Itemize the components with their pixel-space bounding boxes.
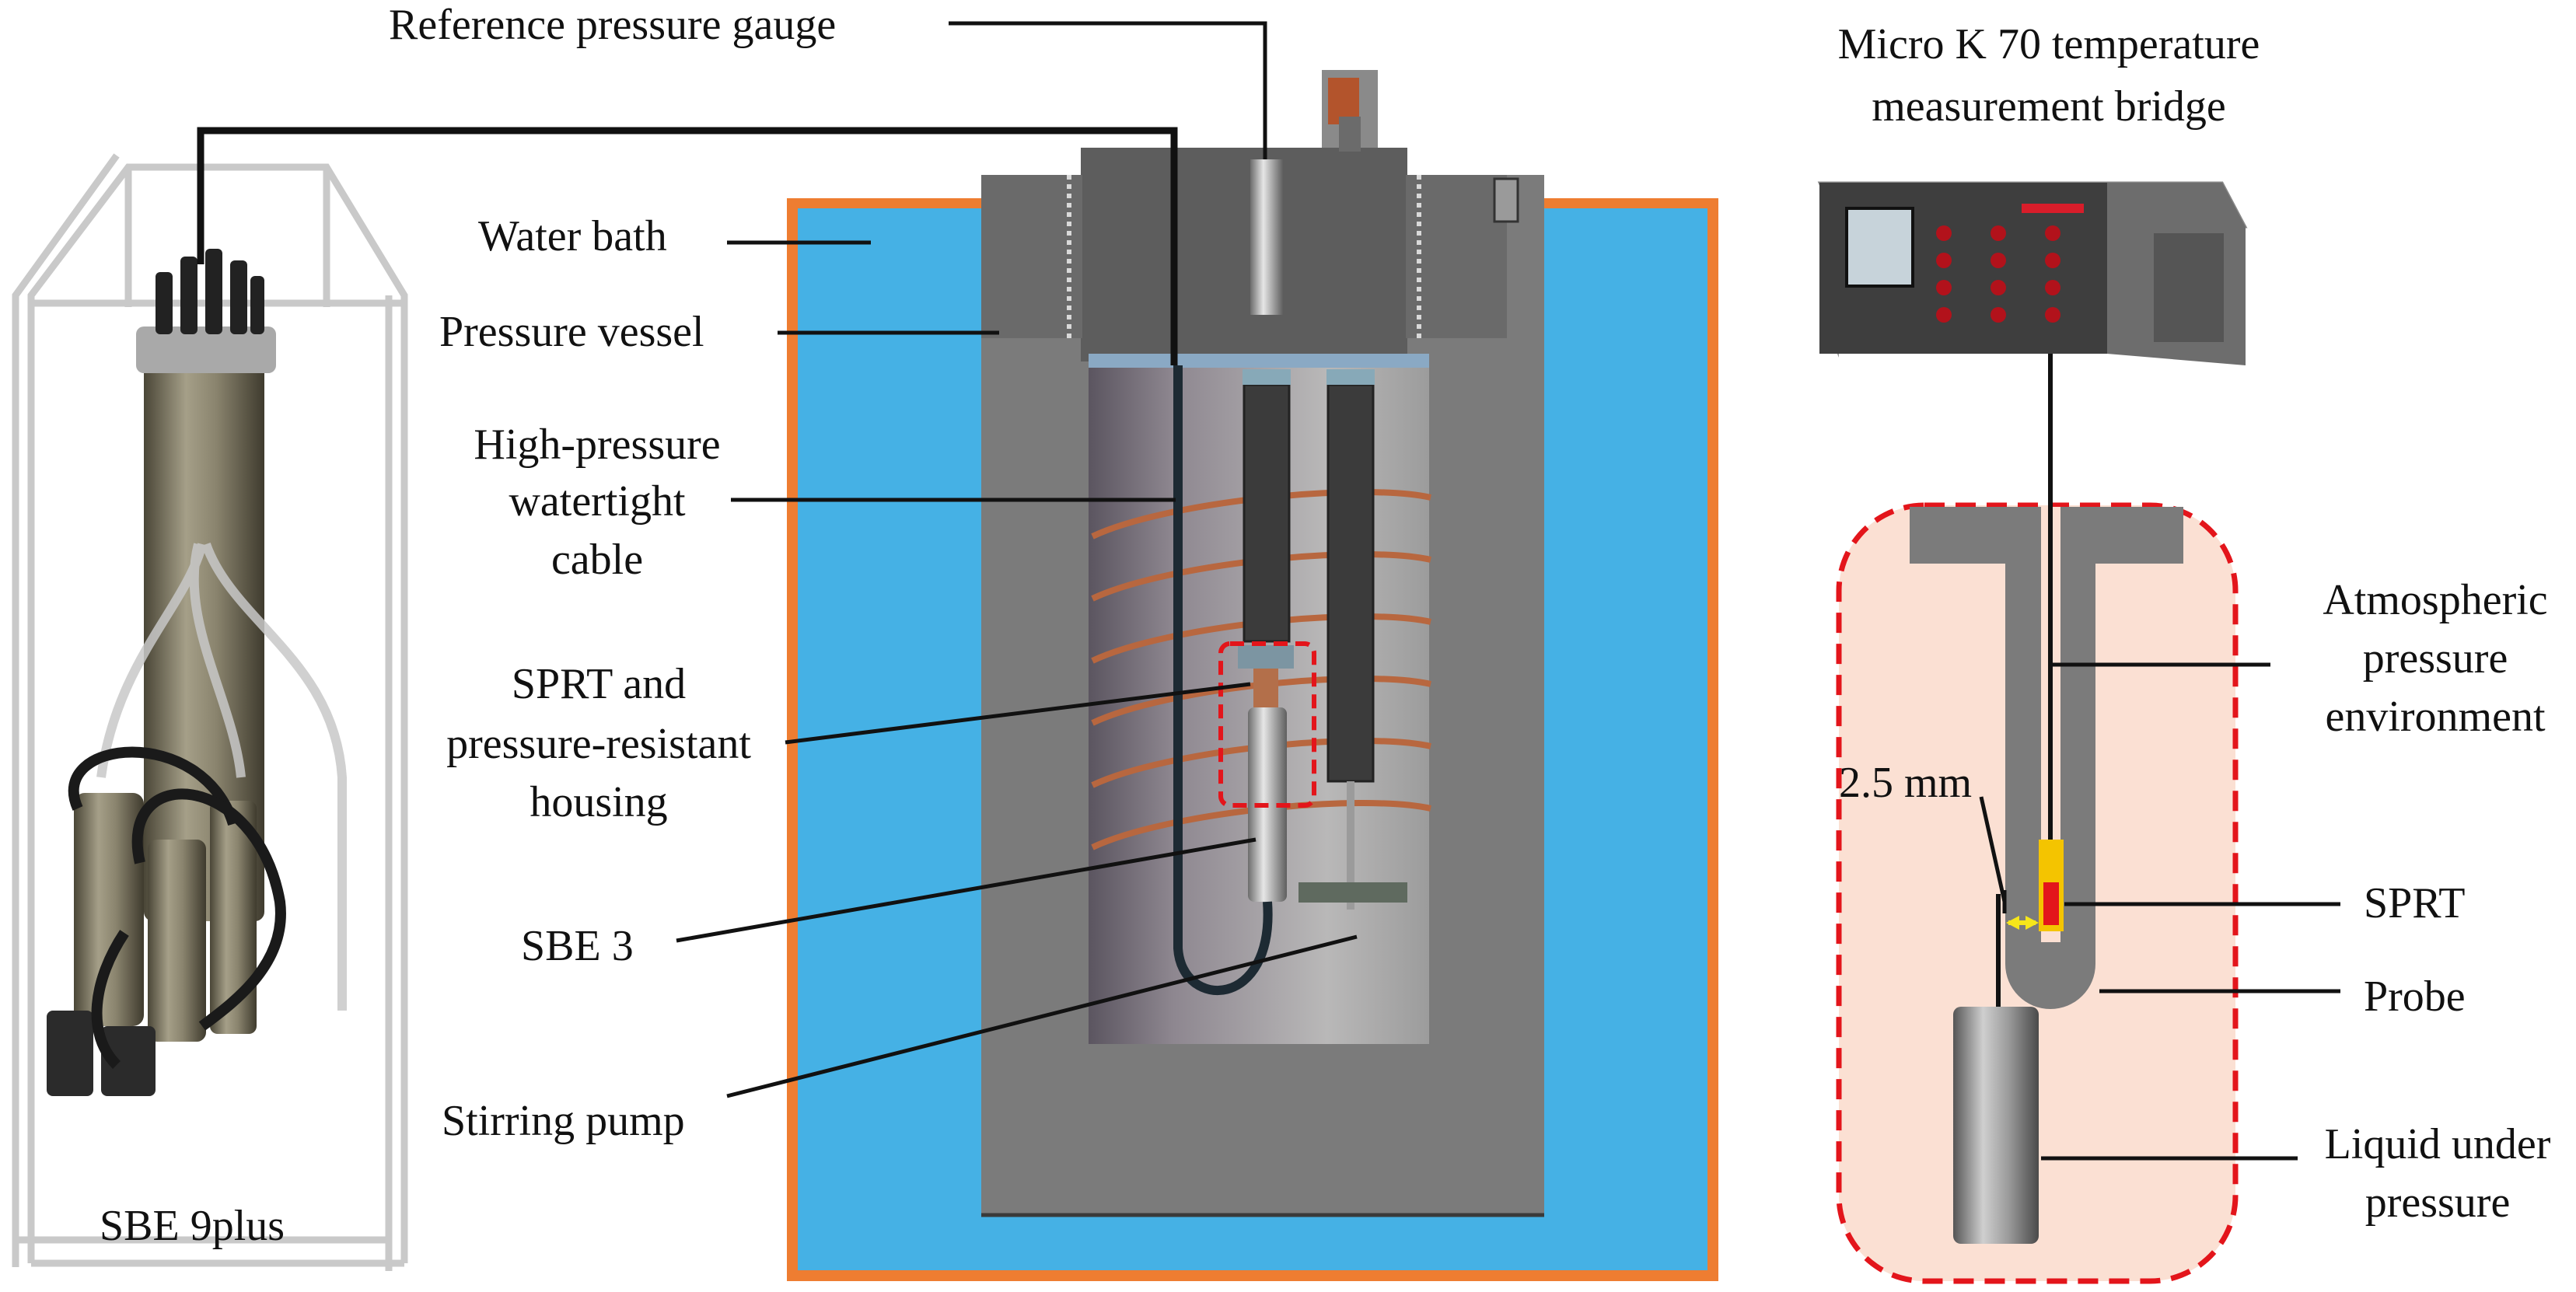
label-stirring-pump: Stirring pump	[442, 1097, 685, 1145]
sprt-well	[1243, 383, 1291, 643]
label-atmospheric-3: environment	[2325, 693, 2545, 741]
sbe9plus-link-cable	[197, 127, 1178, 365]
label-micro-k70-1: Micro K 70 temperature	[1838, 20, 2260, 68]
label-pressure-vessel: Pressure vessel	[439, 308, 704, 356]
label-sprt: SPRT	[2364, 879, 2465, 927]
label-sprt-housing-2: pressure-resistant	[446, 720, 751, 768]
label-sbe3: SBE 3	[521, 922, 634, 970]
liquid-sbe3-can	[1953, 1007, 2039, 1244]
ctd-plumbing	[96, 543, 347, 1011]
label-cable-2: watertight	[509, 477, 685, 526]
high-pressure-cable	[1173, 365, 1273, 996]
sprt-highlight-box	[1218, 641, 1316, 808]
dimension-leader	[1979, 796, 2007, 903]
leader-lines	[676, 21, 2340, 1161]
ctd-cage	[12, 153, 408, 1271]
label-reference-pressure-gauge: Reference pressure gauge	[389, 1, 836, 49]
ctd-connectors	[156, 249, 264, 334]
gauge-stem	[1250, 159, 1283, 315]
reference-well	[1326, 383, 1375, 783]
label-liquid-2: pressure	[2365, 1179, 2511, 1227]
label-sbe9plus: SBE 9plus	[100, 1202, 285, 1250]
ctd-black-cables	[68, 746, 286, 1069]
leader-reference-gauge	[949, 21, 1267, 159]
ctd-end-cap	[136, 326, 276, 373]
sprt-housing-part	[1238, 645, 1294, 669]
label-water-bath: Water bath	[478, 212, 667, 260]
label-micro-k70-2: measurement bridge	[1872, 82, 2226, 131]
stirrer-blade	[1298, 882, 1407, 903]
bridge-knobs	[1936, 225, 2060, 323]
label-dimension: 2.5 mm	[1839, 759, 1972, 807]
sbe9plus-instrument	[12, 153, 408, 1271]
label-atmospheric-1: Atmospheric	[2323, 576, 2547, 624]
leader-sbe3	[676, 837, 1257, 943]
label-liquid-1: Liquid under	[2325, 1120, 2551, 1168]
label-cable-1: High-pressure	[474, 421, 720, 469]
pressure-vessel	[981, 70, 1544, 1217]
leader-stirring-pump	[726, 934, 1358, 1098]
sprt-red-element	[2043, 882, 2059, 925]
probe-detail-inset	[1836, 354, 2239, 1284]
label-sprt-housing-1: SPRT and	[512, 660, 686, 708]
vessel-lid	[1081, 148, 1407, 361]
label-cable-3: cable	[551, 536, 643, 584]
ctd-sensors	[47, 793, 257, 1096]
label-sprt-housing-3: housing	[530, 778, 667, 826]
label-probe: Probe	[2364, 972, 2466, 1021]
lid-right-block	[1406, 175, 1507, 338]
label-atmospheric-2: pressure	[2363, 634, 2508, 683]
micro-k70-bridge	[1817, 181, 2248, 365]
bridge-screen	[1845, 207, 1914, 288]
lid-left-block	[981, 175, 1082, 338]
labels: Reference pressure gauge Water bath Pres…	[100, 1, 2551, 1250]
leader-sprt	[785, 682, 1251, 745]
